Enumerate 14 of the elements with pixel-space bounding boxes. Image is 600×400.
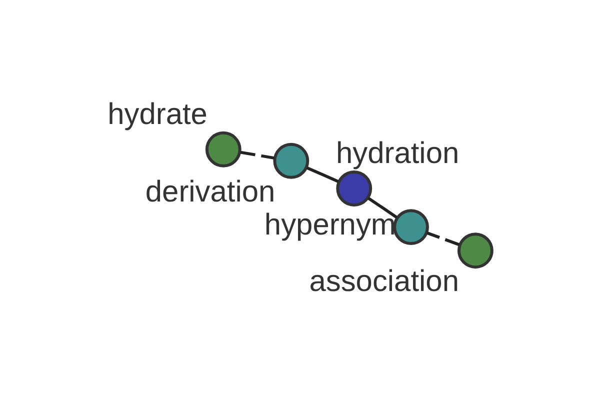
node-label: hypernym <box>264 208 396 242</box>
node-circle <box>393 209 429 246</box>
connector <box>426 232 460 246</box>
node-circle <box>457 232 494 269</box>
connector <box>240 150 275 160</box>
node-label: hydrate <box>108 98 208 131</box>
node-circle <box>273 142 310 179</box>
connector <box>367 196 398 219</box>
connector <box>306 166 340 183</box>
node-circle <box>205 131 242 168</box>
node-circle <box>336 170 372 206</box>
node-label: association <box>309 265 459 298</box>
node-label: hydration <box>336 137 460 170</box>
node-label: derivation <box>145 175 276 208</box>
